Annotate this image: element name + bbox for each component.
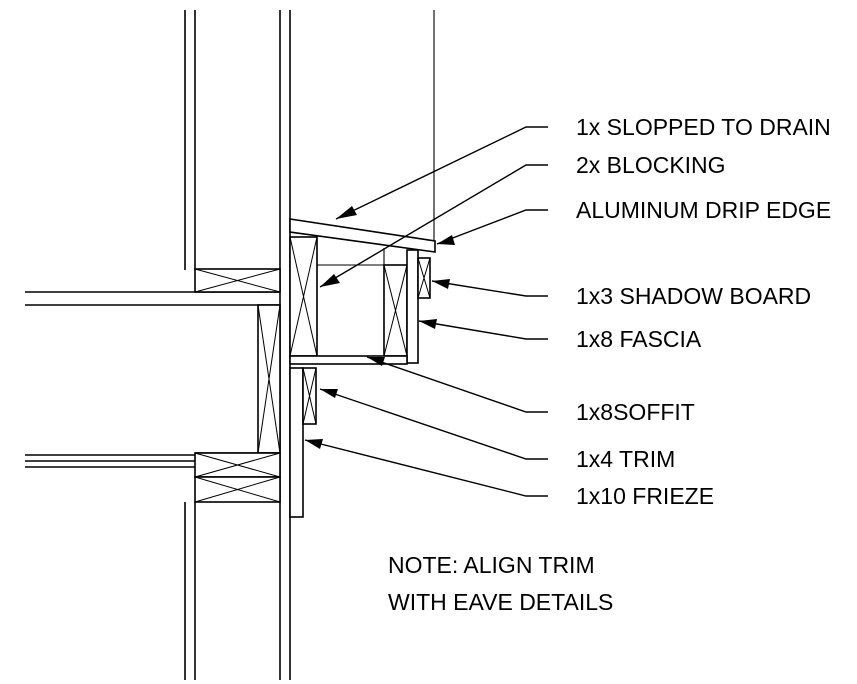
callout-labels: 1x SLOPPED TO DRAIN 2x BLOCKING ALUMINUM…: [576, 114, 831, 509]
fascia-board: [406, 249, 419, 364]
note-block: NOTE: ALIGN TRIM WITH EAVE DETAILS: [388, 552, 613, 615]
label-trim: 1x4 TRIM: [576, 446, 675, 472]
label-sloped-board: 1x SLOPPED TO DRAIN: [576, 114, 831, 140]
soffit-board: [289, 355, 408, 365]
label-shadow-board: 1x3 SHADOW BOARD: [576, 283, 811, 309]
label-drip-edge: ALUMINUM DRIP EDGE: [576, 197, 831, 223]
leaders: [304, 126, 548, 497]
rim-board: [257, 304, 281, 454]
label-soffit: 1x8SOFFIT: [576, 399, 695, 425]
frieze-board: [289, 367, 304, 518]
sloped-cap-board: [289, 218, 436, 253]
label-frieze: 1x10 FRIEZE: [576, 483, 714, 509]
eave-assembly: [289, 218, 436, 518]
note-line-1: NOTE: ALIGN TRIM: [388, 552, 595, 578]
label-blocking: 2x BLOCKING: [576, 152, 726, 178]
upper-floor-assembly: [25, 268, 281, 306]
lower-floor-assembly: [25, 452, 281, 503]
label-fascia: 1x8 FASCIA: [576, 326, 702, 352]
note-line-2: WITH EAVE DETAILS: [388, 589, 613, 615]
